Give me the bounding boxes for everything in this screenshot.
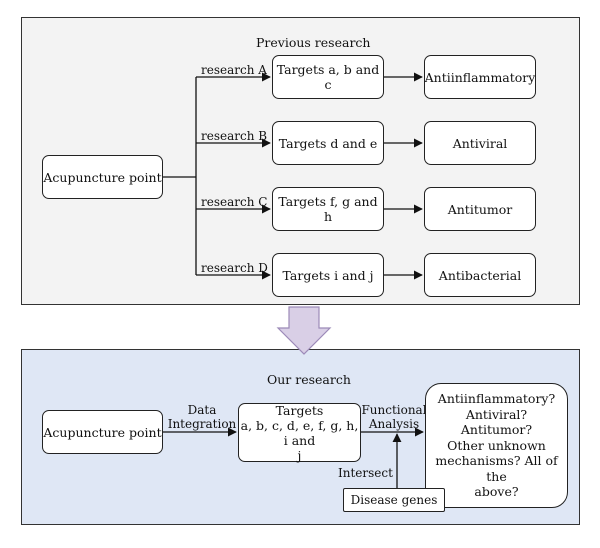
- our-research-title: Our research: [267, 372, 351, 387]
- research-c-label: research C: [201, 195, 268, 209]
- unknown-mechanisms-box: Antiinflammatory? Antiviral? Antitumor? …: [425, 383, 568, 508]
- antiinflammatory-box: Antiinflammatory: [424, 55, 536, 99]
- intersect-label: Intersect: [338, 466, 393, 480]
- disease-genes-box: Disease genes: [343, 488, 445, 512]
- transition-down-arrow: [276, 306, 332, 355]
- previous-acupuncture-point-box: Acupuncture point: [42, 155, 163, 199]
- targets-ij-box: Targets i and j: [272, 253, 384, 297]
- antibacterial-box: Antibacterial: [424, 253, 536, 297]
- research-b-label: research B: [201, 129, 268, 143]
- antiviral-box: Antiviral: [424, 121, 536, 165]
- integrated-targets-box: Targets a, b, c, d, e, f, g, h, i and j: [238, 403, 361, 463]
- research-a-label: research A: [201, 63, 267, 77]
- targets-fgh-box: Targets f, g and h: [272, 187, 384, 231]
- our-acupuncture-point-box: Acupuncture point: [42, 410, 163, 454]
- targets-de-box: Targets d and e: [272, 121, 384, 165]
- antitumor-box: Antitumor: [424, 187, 536, 231]
- previous-research-title: Previous research: [256, 35, 371, 50]
- research-d-label: research D: [201, 261, 268, 275]
- targets-abc-box: Targets a, b and c: [272, 55, 384, 99]
